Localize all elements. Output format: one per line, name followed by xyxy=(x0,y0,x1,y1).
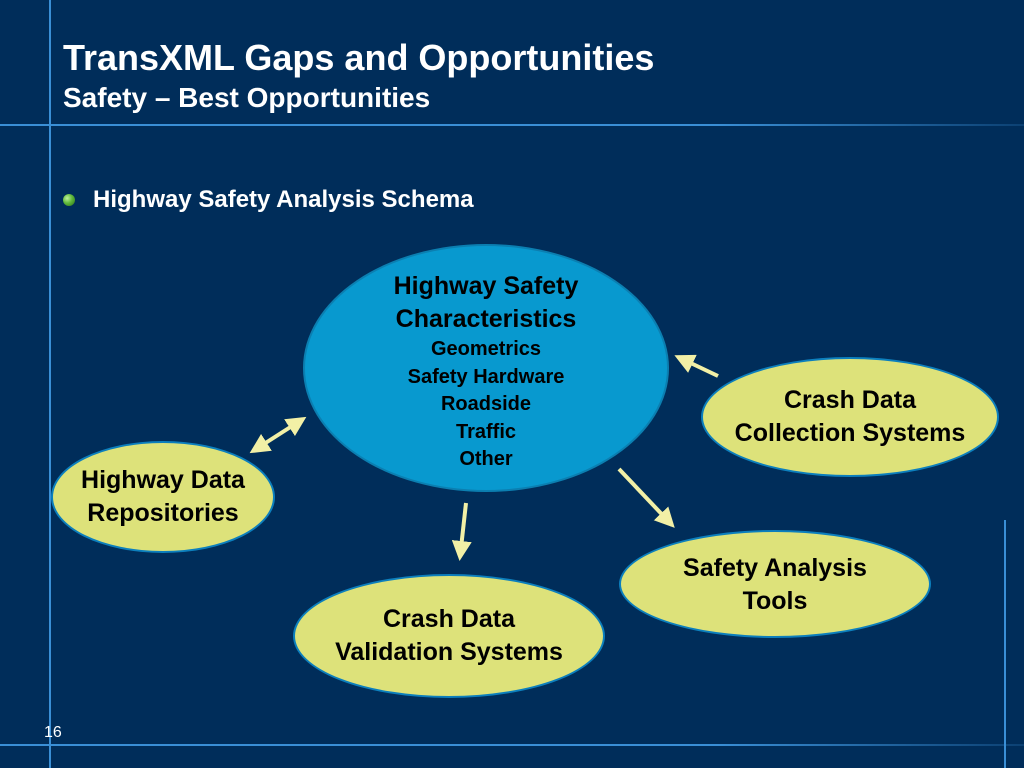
left-vertical-rule xyxy=(49,0,51,768)
node-crash-data-collection-systems: Crash Data Collection Systems xyxy=(701,357,999,477)
arrow-collection-to-center xyxy=(674,354,719,378)
arrow-repositories-center xyxy=(249,416,307,454)
center-item-traffic: Traffic xyxy=(455,420,517,443)
right-vertical-rule xyxy=(1004,520,1006,768)
center-item-geometrics: Geometrics xyxy=(430,338,542,360)
center-title-line1: Highway Safety xyxy=(393,272,579,300)
bottom-rule xyxy=(0,744,1024,746)
title-underline-rule xyxy=(0,124,1024,126)
slide-subtitle: Safety – Best Opportunities xyxy=(63,82,431,113)
bullet-item: Highway Safety Analysis Schema xyxy=(63,184,474,216)
center-node-highway-safety-characteristics: Highway Safety Characteristics Geometric… xyxy=(303,244,669,492)
node-tools-line2: Tools xyxy=(742,587,808,615)
node-crash-data-validation-systems: Crash Data Validation Systems xyxy=(293,574,605,698)
node-validation-line2: Validation Systems xyxy=(335,638,563,666)
node-validation-line1: Crash Data xyxy=(383,605,515,633)
bullet-dot-icon xyxy=(63,194,75,206)
node-repositories-line2: Repositories xyxy=(87,499,239,527)
node-highway-data-repositories: Highway Data Repositories xyxy=(51,441,275,553)
center-item-other: Other xyxy=(459,448,513,470)
center-title-line2: Characteristics xyxy=(395,305,577,333)
center-item-roadside: Roadside xyxy=(440,393,532,415)
arrow-center-to-tools xyxy=(617,467,675,528)
node-collection-line1: Crash Data xyxy=(784,386,916,414)
node-tools-line1: Safety Analysis xyxy=(683,554,867,582)
node-safety-analysis-tools: Safety Analysis Tools xyxy=(619,530,931,638)
page-number: 16 xyxy=(44,724,62,741)
node-collection-line2: Collection Systems xyxy=(734,419,966,447)
center-item-safety-hardware: Safety Hardware xyxy=(407,365,565,388)
slide-title: TransXML Gaps and Opportunities xyxy=(63,37,655,78)
node-repositories-line1: Highway Data xyxy=(81,466,245,494)
arrow-center-to-validation xyxy=(451,502,472,561)
bullet-text: Highway Safety Analysis Schema xyxy=(93,186,474,213)
